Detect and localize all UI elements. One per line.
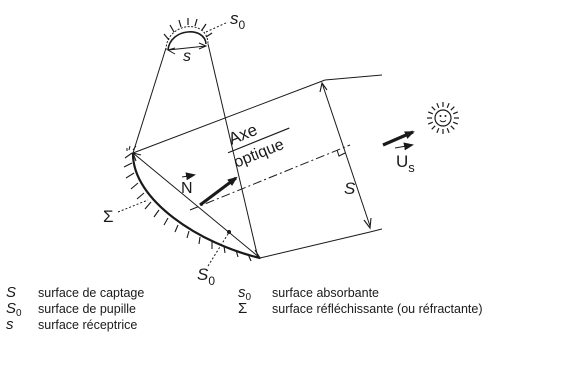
aperture-ext-bottom (369, 228, 383, 233)
sun-direction-vector (382, 130, 415, 147)
aperture-top (132, 79, 326, 154)
legend-text: surface réceptrice (38, 318, 138, 332)
legend-left-column: S surface de captage S0 surface de pupil… (6, 284, 145, 333)
optical-axis (189, 144, 351, 211)
legend-symbol: Σ (238, 300, 248, 317)
pupil-dot (227, 230, 231, 234)
legend-item-S: S surface de captage (6, 284, 145, 301)
legend-item-S0: S0 surface de pupille (6, 300, 144, 319)
receiver-chord (167, 45, 207, 51)
legend-text: surface réfléchissante (ou réfractante) (272, 302, 483, 316)
pupil-line (132, 152, 261, 259)
N-label: N (181, 180, 193, 197)
legend-text: surface absorbante (272, 286, 380, 300)
aperture-bottom (259, 231, 371, 259)
sigma-leader (117, 199, 149, 213)
legend-item-s0: s0 surface absorbante (238, 284, 483, 303)
mirror-hatching (123, 152, 252, 262)
legend-symbol: s0 (238, 284, 252, 303)
legend-item-sigma: Σ surface réfléchissante (ou réfractante… (238, 300, 483, 317)
legend-symbol: S0 (6, 300, 22, 319)
legend-symbol: S (6, 284, 17, 301)
axe-label: Axe (226, 120, 260, 149)
legend-text: surface de captage (38, 286, 145, 300)
mirror-surface (123, 145, 261, 262)
legend-symbol: s (6, 316, 14, 333)
receiver-surface (163, 18, 213, 55)
solar-collector-diagram: s0 s S Axe optique N Us (103, 9, 459, 288)
S-dimension (321, 82, 371, 227)
optical-axis-label: Axe optique (226, 120, 290, 171)
aperture-ext-top (324, 74, 383, 81)
sigma-label: Σ (103, 207, 114, 226)
legend-text: surface de pupille (38, 302, 136, 316)
s0-label-top: s0 (230, 9, 246, 32)
legend-right-column: s0 surface absorbante Σ surface réfléchi… (238, 284, 483, 317)
s0-leader-top (205, 21, 229, 33)
sun-icon (427, 102, 459, 134)
legend: S surface de captage S0 surface de pupil… (6, 284, 562, 360)
ray-left (132, 47, 167, 154)
mirror-curve (131, 152, 261, 260)
legend-item-s: s surface réceptrice (6, 316, 144, 333)
receiver-arc (167, 31, 207, 51)
S-label: S (344, 179, 356, 198)
s-label: s (183, 48, 191, 65)
Us-label: Us (396, 152, 415, 175)
receiver-hatching (165, 26, 209, 51)
normal-vector (199, 176, 238, 207)
S0-label-bottom: S0 (197, 265, 215, 288)
